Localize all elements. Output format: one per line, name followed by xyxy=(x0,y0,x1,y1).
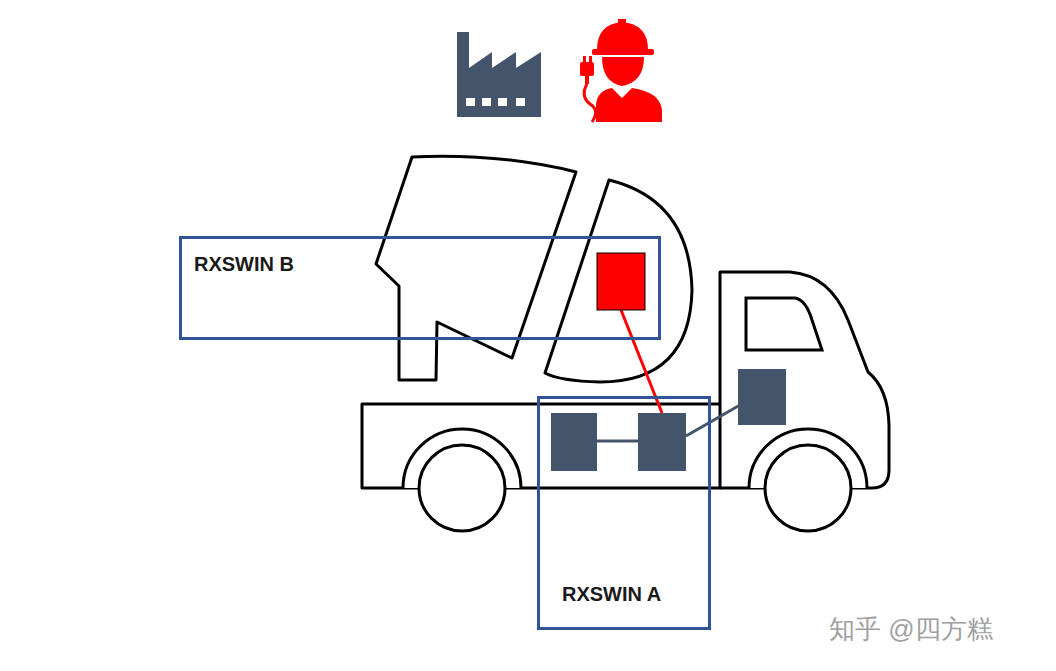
ecu-block xyxy=(638,413,686,471)
ecu-block xyxy=(551,413,597,471)
rxswin-region-box: RXSWIN A xyxy=(537,396,711,630)
region-label: RXSWIN B xyxy=(194,253,294,275)
bus-wire xyxy=(686,405,740,436)
wheels xyxy=(403,429,867,531)
ecu-block xyxy=(738,369,786,425)
worker-icon xyxy=(580,19,662,122)
cab-window xyxy=(746,298,822,350)
worker-cable xyxy=(584,84,595,122)
modified-ecu-block xyxy=(597,253,645,310)
watermark: 知乎 @四方糕 xyxy=(829,612,993,647)
mixer-drum-rear xyxy=(376,156,576,380)
factory-icon xyxy=(457,32,541,117)
rxswin-region-box: RXSWIN B xyxy=(179,236,661,340)
bus-wire xyxy=(597,440,638,443)
factory-windows xyxy=(466,98,525,106)
truck-chassis xyxy=(362,404,720,488)
region-label: RXSWIN A xyxy=(562,583,661,605)
mixer-drum-front xyxy=(545,180,692,382)
